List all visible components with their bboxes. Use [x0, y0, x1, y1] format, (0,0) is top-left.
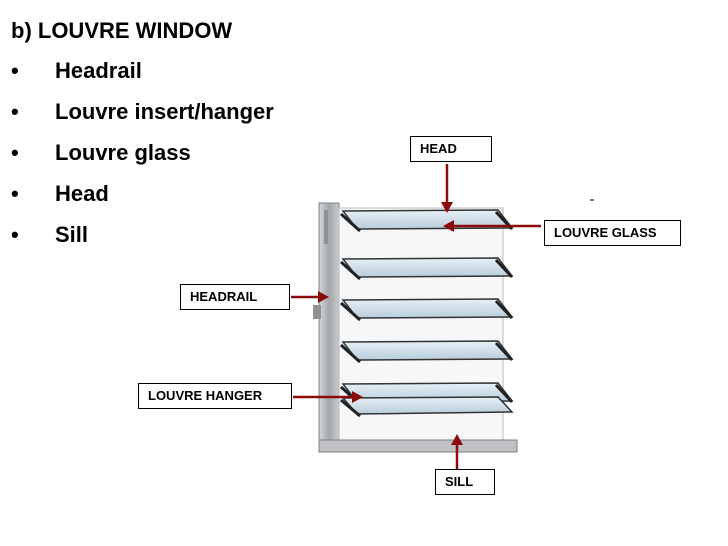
list-item-headrail: •Headrail — [11, 58, 142, 83]
slide-title: b) LOUVRE WINDOW — [11, 18, 233, 43]
list-item-louvre-glass: •Louvre glass — [11, 140, 191, 165]
sill-label: SILL — [435, 469, 495, 495]
headrail-label: HEADRAIL — [180, 284, 290, 310]
louvre-blades — [339, 209, 514, 418]
bullet-icon: • — [11, 140, 19, 165]
bullet-icon: • — [11, 58, 19, 83]
louvre-hanger-arrow — [293, 391, 363, 403]
list-item-head: •Head — [11, 181, 109, 206]
louvre-blade — [339, 340, 514, 364]
bullet-icon: • — [11, 181, 19, 206]
bullet-icon: • — [11, 222, 19, 247]
headrail-arrow — [291, 291, 329, 303]
list-item-sill: •Sill — [11, 222, 89, 247]
louvre-blade — [339, 257, 514, 281]
louvre-hanger-label: LOUVRE HANGER — [138, 383, 292, 409]
louvre-blade — [340, 396, 514, 418]
louvre-blade — [339, 298, 514, 322]
window-frame — [313, 202, 518, 453]
bullet-icon: • — [11, 99, 19, 124]
callout-arrows — [291, 164, 541, 471]
louvre-blade — [339, 209, 514, 233]
louvre-glass-arrow — [443, 220, 541, 232]
component-list: •Headrail •Louvre insert/hanger •Louvre … — [11, 58, 274, 263]
head-arrow — [441, 164, 453, 213]
head-label: HEAD — [410, 136, 492, 162]
louvre-glass-label: LOUVRE GLASS — [544, 220, 681, 246]
list-item-louvre-insert: •Louvre insert/hanger — [11, 99, 274, 124]
sill-arrow — [451, 434, 463, 471]
